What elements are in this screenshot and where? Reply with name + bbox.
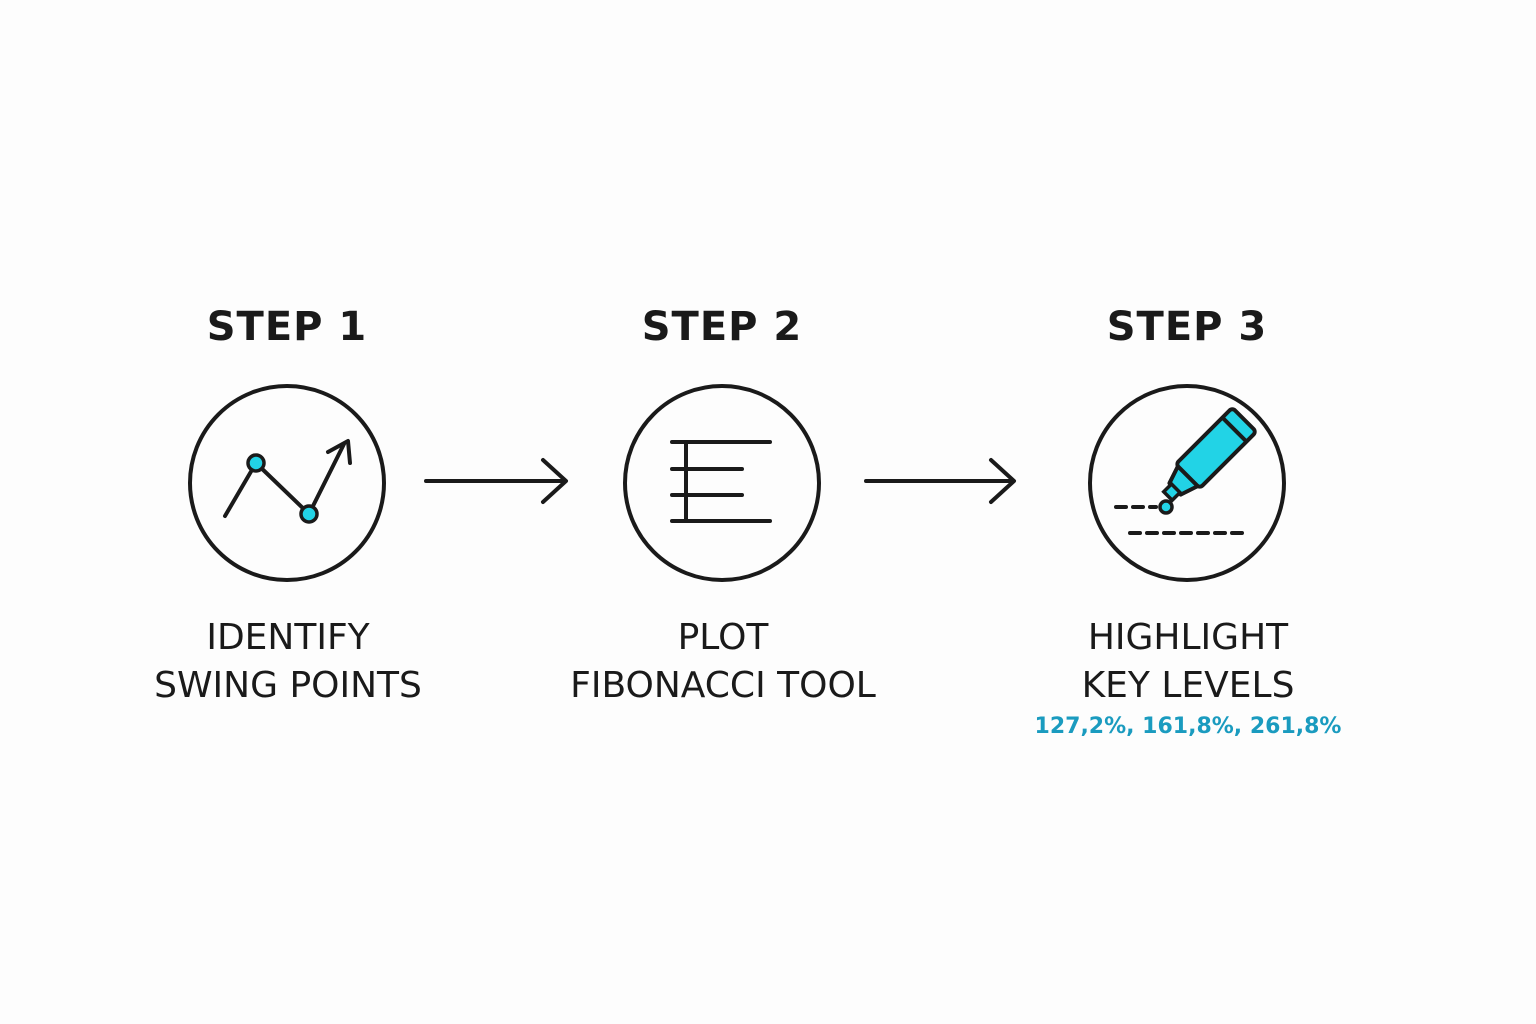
step-1-title: STEP 1 [206,304,368,350]
step-3-caption: HIGHLIGHT KEY LEVELS [998,614,1378,710]
step-3-caption-line-2: KEY LEVELS [1081,665,1295,706]
step-2-caption-line-1: PLOT [677,617,769,658]
fibonacci-levels-icon [623,384,821,582]
step-3-key-levels: 127,2%, 161,8%, 261,8% [1034,714,1342,739]
swing-points-chart-icon [188,384,386,582]
step-2-caption-line-2: FIBONACCI TOOL [570,665,876,706]
step-3-caption-line-1: HIGHLIGHT [1087,617,1289,658]
step-2-title: STEP 2 [641,304,803,350]
step-3-title: STEP 3 [1106,304,1268,350]
highlighter-marker-icon [1088,384,1286,582]
step-1-caption-line-1: IDENTIFY [206,617,370,658]
arrow-right-icon [864,458,1016,504]
step-2-caption: PLOT FIBONACCI TOOL [533,614,913,710]
arrow-right-icon [424,458,568,504]
step-1-caption-line-2: SWING POINTS [154,665,422,706]
step-1-caption: IDENTIFY SWING POINTS [98,614,478,710]
